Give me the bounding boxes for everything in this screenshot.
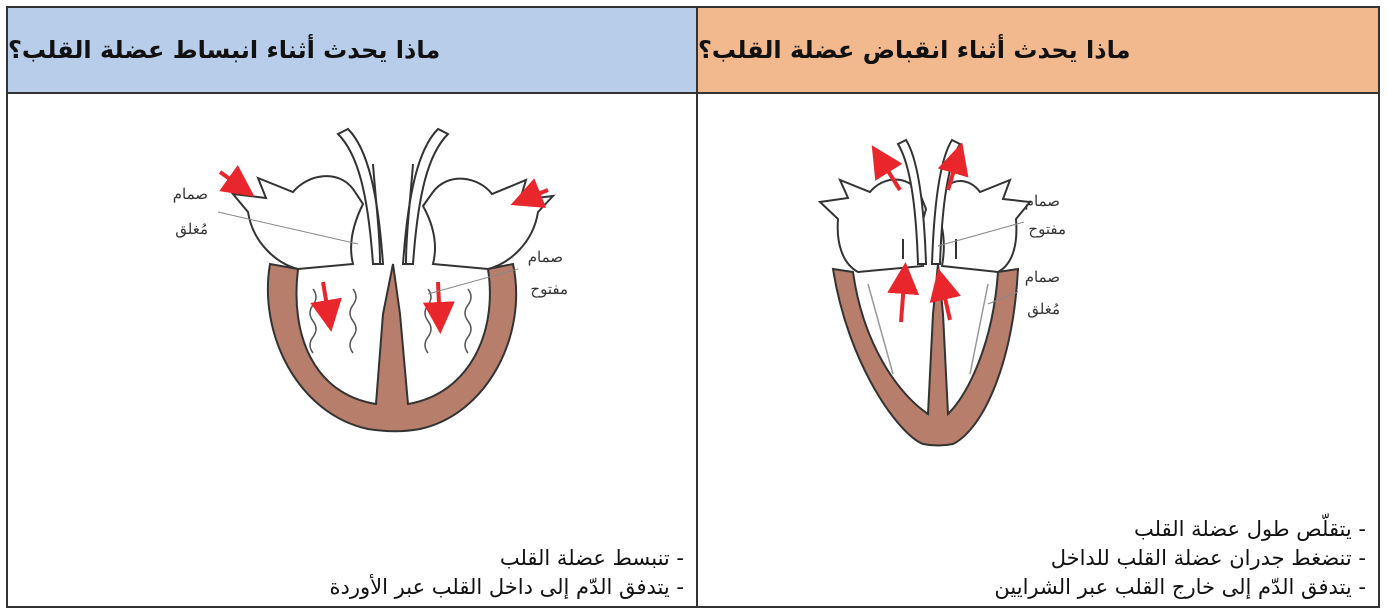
- open-valve-label-2: مفتوح: [1028, 220, 1066, 238]
- diastole-heart-diagram: صمام مُغلق صمام مفتوح: [8, 94, 698, 514]
- closed-valve-label-1: صمام: [173, 185, 208, 203]
- open-valve-label-1: صمام: [1025, 192, 1060, 210]
- valve-wavy-left: [310, 289, 316, 353]
- inflow-arrow-left: [220, 172, 248, 192]
- diastole-header: ماذا يحدث أثناء انبساط عضلة القلب؟: [8, 8, 696, 94]
- systole-column: ماذا يحدث أثناء انقباض عضلة القلب؟: [698, 8, 1378, 606]
- diastole-bullets: - تنبسط عضلة القلب - يتدفق الدّم إلى داخ…: [330, 544, 684, 602]
- heart-atria-outline: [233, 176, 363, 269]
- open-valve-label-2: مفتوح: [530, 280, 568, 298]
- systole-header: ماذا يحدث أثناء انقباض عضلة القلب؟: [698, 8, 1378, 94]
- diastole-bullet: - تنبسط عضلة القلب: [330, 544, 684, 573]
- systole-bullet: - يتدفق الدّم إلى خارج القلب عبر الشرايي…: [994, 573, 1366, 602]
- diastole-column: ماذا يحدث أثناء انبساط عضلة القلب؟: [8, 8, 698, 606]
- heart-muscle-wall: [833, 264, 1018, 446]
- closed-valve-label-1: صمام: [1025, 268, 1060, 286]
- systole-heart-diagram: صمام مفتوح صمام مُغلق: [698, 94, 1378, 514]
- closed-valve-label-2: مُغلق: [1027, 300, 1060, 318]
- heart-muscle-wall: [268, 264, 516, 431]
- ventricle-arrow-left: [901, 270, 905, 322]
- closed-valve-label-2: مُغلق: [175, 220, 208, 238]
- systole-title: ماذا يحدث أثناء انقباض عضلة القلب؟: [698, 36, 1130, 64]
- systole-bullet: - يتقلّص طول عضلة القلب: [994, 515, 1366, 544]
- comparison-table: ماذا يحدث أثناء انبساط عضلة القلب؟: [6, 6, 1380, 608]
- ventricle-arrow-left: [323, 282, 330, 324]
- systole-bullets: - يتقلّص طول عضلة القلب - تنضغط جدران عض…: [994, 515, 1366, 602]
- systole-bullet: - تنضغط جدران عضلة القلب للداخل: [994, 544, 1366, 573]
- ventricle-arrow-right: [438, 282, 440, 326]
- diastole-bullet: - يتدفق الدّم إلى داخل القلب عبر الأوردة: [330, 573, 684, 602]
- diastole-title: ماذا يحدث أثناء انبساط عضلة القلب؟: [8, 36, 440, 64]
- heart-atria-outline: [820, 180, 926, 273]
- open-valve-label-1: صمام: [528, 248, 563, 266]
